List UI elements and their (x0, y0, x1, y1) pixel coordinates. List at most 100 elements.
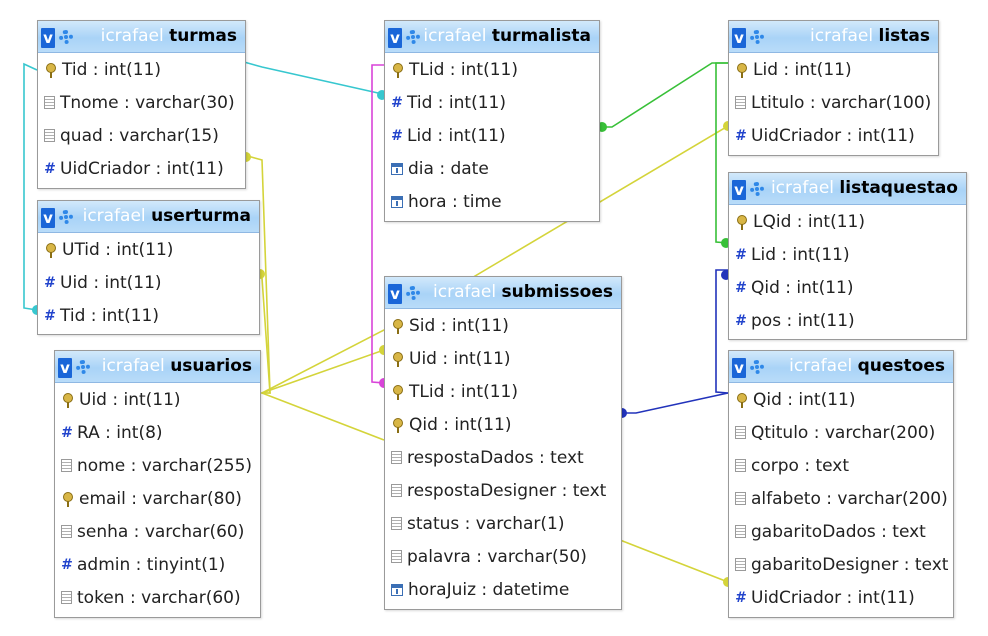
text-field-icon (735, 96, 746, 109)
column-label: Qid : int(11) (751, 277, 854, 298)
key-icon (737, 62, 747, 78)
column-row[interactable]: #Uid : int(11) (38, 266, 259, 299)
column-row[interactable]: corpo : text (729, 449, 953, 482)
gear-icon[interactable] (406, 286, 420, 300)
column-row[interactable]: email : varchar(80) (55, 482, 260, 515)
toggle-v-button[interactable]: v (41, 28, 55, 48)
table-usuarios[interactable]: v icrafael usuarios Uid : int(11)#RA : i… (54, 350, 261, 618)
column-row[interactable]: #UidCriador : int(11) (38, 152, 245, 185)
table-header[interactable]: v icrafael turmas (38, 21, 245, 53)
relation-line (261, 329, 385, 394)
table-userturma[interactable]: v icrafael userturma UTid : int(11)#Uid … (37, 200, 260, 335)
column-row[interactable]: gabaritoDesigner : text (729, 548, 953, 581)
table-header[interactable]: v icrafael listaquestao (729, 173, 966, 205)
column-row[interactable]: Ltitulo : varchar(100) (729, 86, 938, 119)
column-list: Uid : int(11)#RA : int(8)nome : varchar(… (55, 383, 260, 614)
column-row[interactable]: Qid : int(11) (385, 408, 621, 441)
column-label: Qid : int(11) (409, 414, 512, 435)
gear-icon[interactable] (59, 210, 73, 224)
column-row[interactable]: #pos : int(11) (729, 304, 966, 337)
gear-icon[interactable] (59, 30, 73, 44)
table-submissoes[interactable]: v icrafael submissoes Sid : int(11)Uid :… (384, 276, 622, 610)
table-header[interactable]: v icrafael listas (729, 21, 938, 53)
column-row[interactable]: Qtitulo : varchar(200) (729, 416, 953, 449)
table-turmalista[interactable]: v icrafael turmalista TLid : int(11)#Tid… (384, 20, 600, 222)
toggle-v-button[interactable]: v (388, 284, 402, 304)
calendar-icon (391, 195, 403, 208)
gear-icon[interactable] (406, 30, 420, 44)
relation-line (261, 349, 385, 394)
column-row[interactable]: nome : varchar(255) (55, 449, 260, 482)
table-header[interactable]: v icrafael usuarios (55, 351, 260, 383)
column-row[interactable]: Uid : int(11) (55, 383, 260, 416)
table-listaquestao[interactable]: v icrafael listaquestao LQid : int(11) #L… (728, 172, 967, 340)
toggle-v-button[interactable]: v (388, 28, 402, 48)
toggle-v-button[interactable]: v (732, 28, 746, 48)
hash-icon: # (391, 127, 403, 144)
column-row[interactable]: horaJuiz : datetime (385, 573, 621, 606)
column-row[interactable]: token : varchar(60) (55, 581, 260, 614)
table-questoes[interactable]: v icrafael questoes Qid : int(11)Qtitulo… (728, 350, 954, 618)
column-label: pos : int(11) (751, 310, 855, 331)
gear-icon[interactable] (750, 360, 764, 374)
column-row[interactable]: respostaDesigner : text (385, 474, 621, 507)
column-row[interactable]: UTid : int(11) (38, 233, 259, 266)
column-row[interactable]: #Lid : int(11) (729, 238, 966, 271)
column-row[interactable]: palavra : varchar(50) (385, 540, 621, 573)
column-row[interactable]: dia : date (385, 152, 599, 185)
column-label: senha : varchar(60) (77, 521, 245, 542)
table-header[interactable]: v icrafael submissoes (385, 277, 621, 309)
column-row[interactable]: Lid : int(11) (729, 53, 938, 86)
column-list: TLid : int(11)#Tid : int(11)#Lid : int(1… (385, 53, 599, 218)
column-row[interactable]: status : varchar(1) (385, 507, 621, 540)
column-row[interactable]: #admin : tinyint(1) (55, 548, 260, 581)
table-listas[interactable]: v icrafael listas Lid : int(11)Ltitulo :… (728, 20, 939, 156)
column-list: Tid : int(11)Tnome : varchar(30)quad : v… (38, 53, 245, 185)
column-row[interactable]: Sid : int(11) (385, 309, 621, 342)
column-row[interactable]: TLid : int(11) (385, 375, 621, 408)
column-row[interactable]: alfabeto : varchar(200) (729, 482, 953, 515)
gear-icon[interactable] (750, 182, 764, 196)
column-row[interactable]: Tid : int(11) (38, 53, 245, 86)
column-row[interactable]: #Lid : int(11) (385, 119, 599, 152)
column-row[interactable]: #RA : int(8) (55, 416, 260, 449)
table-title: icrafael userturma (82, 206, 251, 226)
text-field-icon (61, 591, 72, 604)
table-turmas[interactable]: v icrafael turmas Tid : int(11)Tnome : v… (37, 20, 246, 189)
table-title: icrafael listas (810, 26, 930, 46)
column-label: gabaritoDesigner : text (751, 554, 949, 575)
column-row[interactable]: respostaDados : text (385, 441, 621, 474)
toggle-v-button[interactable]: v (732, 358, 746, 378)
column-row[interactable]: quad : varchar(15) (38, 119, 245, 152)
column-row[interactable]: hora : time (385, 185, 599, 218)
calendar-icon (391, 583, 403, 596)
column-row[interactable]: gabaritoDados : text (729, 515, 953, 548)
column-row[interactable]: #Qid : int(11) (729, 271, 966, 304)
hash-icon: # (44, 274, 56, 291)
table-header[interactable]: v icrafael questoes (729, 351, 953, 383)
relation-line (261, 392, 385, 441)
relation-line (23, 62, 38, 311)
column-label: email : varchar(80) (79, 488, 242, 509)
column-label: Tid : int(11) (60, 305, 159, 326)
table-header[interactable]: v icrafael userturma (38, 201, 259, 233)
table-header[interactable]: v icrafael turmalista (385, 21, 599, 53)
column-row[interactable]: Tnome : varchar(30) (38, 86, 245, 119)
column-row[interactable]: #Tid : int(11) (38, 299, 259, 332)
column-row[interactable]: TLid : int(11) (385, 53, 599, 86)
gear-icon[interactable] (76, 360, 90, 374)
column-row[interactable]: #UidCriador : int(11) (729, 581, 953, 614)
column-row[interactable]: Uid : int(11) (385, 342, 621, 375)
column-row[interactable]: LQid : int(11) (729, 205, 966, 238)
gear-icon[interactable] (750, 30, 764, 44)
column-label: LQid : int(11) (753, 211, 865, 232)
hash-icon: # (735, 127, 747, 144)
toggle-v-button[interactable]: v (732, 180, 746, 200)
toggle-v-button[interactable]: v (58, 358, 72, 378)
toggle-v-button[interactable]: v (41, 208, 55, 228)
column-row[interactable]: #Tid : int(11) (385, 86, 599, 119)
column-list: LQid : int(11) #Lid : int(11)#Qid : int(1… (729, 205, 966, 337)
column-row[interactable]: Qid : int(11) (729, 383, 953, 416)
column-row[interactable]: senha : varchar(60) (55, 515, 260, 548)
column-row[interactable]: #UidCriador : int(11) (729, 119, 938, 152)
